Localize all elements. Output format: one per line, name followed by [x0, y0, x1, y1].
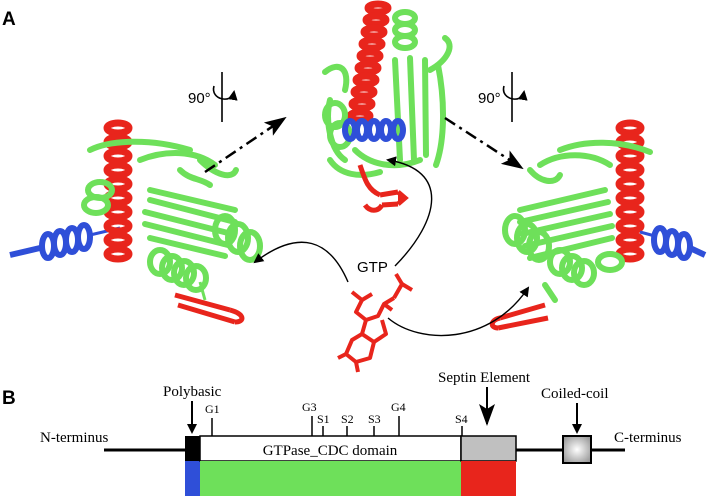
center-green-fold: [322, 9, 453, 178]
septin-element-box: [460, 435, 517, 462]
panel-b-label: B: [2, 388, 16, 409]
polybasic-black-segment: [185, 436, 200, 461]
septin-red-segment: [461, 461, 516, 496]
center-red-helix: [346, 0, 392, 124]
right-rotation-label: 90°: [478, 90, 501, 107]
left-rotation-label: 90°: [188, 90, 211, 107]
gtp-to-center-arrow: [386, 156, 433, 267]
motif-g3: G3: [302, 400, 317, 414]
coiled-coil-label: Coiled-coil: [541, 386, 609, 402]
motif-s1: S1: [317, 412, 330, 426]
left-view-arrow: [204, 116, 287, 174]
gtp-to-left-arrow: [253, 241, 349, 283]
right-blue-helix: [639, 225, 707, 261]
left-blue-helix: [9, 222, 121, 261]
right-structure: [489, 119, 707, 331]
gtp-label: GTP: [357, 259, 388, 276]
polybasic-blue-segment: [185, 461, 200, 496]
right-view-arrow: [444, 116, 524, 170]
center-structure: [322, 0, 453, 213]
c-terminus-label: C-terminus: [614, 430, 682, 446]
right-rotation-symbol: 90°: [478, 72, 528, 122]
motif-s2: S2: [341, 412, 354, 426]
polybasic-label: Polybasic: [163, 384, 222, 400]
panel-a-label: A: [2, 9, 16, 30]
right-green-fold: [502, 139, 653, 303]
left-structure: [9, 119, 263, 325]
left-green-fold: [81, 138, 263, 293]
left-red-hairpin: [174, 292, 245, 325]
septin-element-label: Septin Element: [438, 370, 531, 386]
coiled-coil-box: [562, 435, 592, 464]
gtp-to-right-arrow: [387, 286, 530, 337]
motif-ticks: [211, 416, 463, 436]
left-rotation-symbol: 90°: [188, 72, 238, 122]
n-terminus-label: N-terminus: [40, 430, 108, 446]
motif-labels: G1 G3 S1 S2 S3 G4 S4: [205, 400, 468, 426]
motif-s3: S3: [368, 412, 381, 426]
motif-g1: G1: [205, 402, 220, 416]
gtpase-green-segment: [200, 461, 461, 496]
gtpase-domain-label: GTPase_CDC domain: [263, 443, 398, 459]
gtp-molecule: [337, 272, 414, 373]
center-red-hairpin: [357, 164, 409, 213]
motif-s4: S4: [455, 412, 468, 426]
motif-g4: G4: [391, 400, 406, 414]
gtpase-domain-box: [199, 435, 462, 462]
center-blue-helix: [342, 118, 406, 142]
